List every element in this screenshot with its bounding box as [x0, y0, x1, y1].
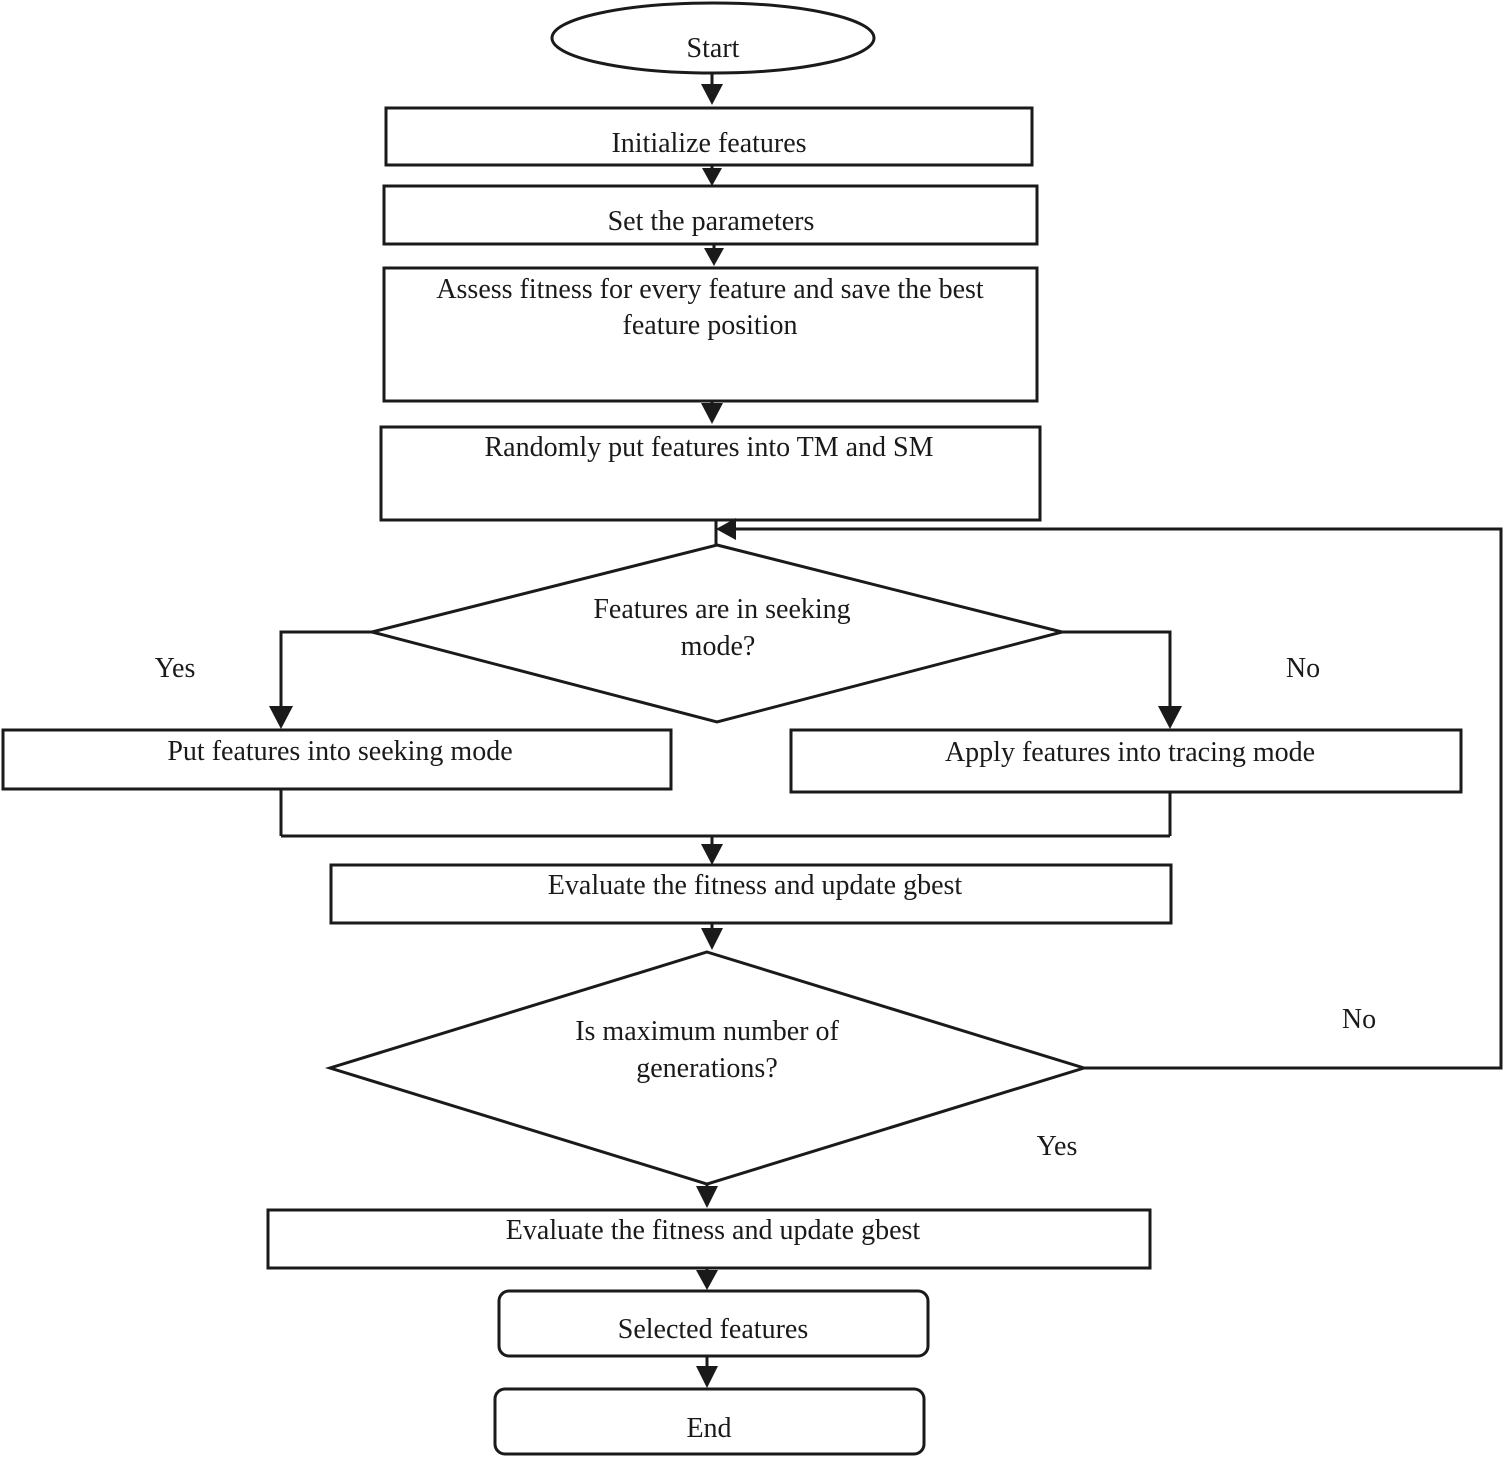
connector-no-branch — [1062, 630, 1172, 708]
connector-loop-back — [736, 527, 1503, 1070]
start-label: Start — [687, 33, 740, 64]
initialize-box — [384, 106, 1034, 167]
max-generations-line1: Is maximum number of — [575, 1016, 839, 1047]
assess-label-line1: Assess fitness for every feature and sav… — [436, 274, 984, 305]
selected-features-label: Selected features — [618, 1314, 808, 1345]
evaluate-box-1 — [329, 863, 1173, 925]
max-generations-line2: generations? — [636, 1053, 778, 1084]
arrowhead-loop-back — [716, 518, 736, 540]
arrowhead-decision-eval2 — [696, 1186, 718, 1208]
edge-label-seek-no: No — [1286, 653, 1320, 684]
seeking-mode-box — [1, 728, 673, 791]
edge-label-max-no: No — [1342, 1004, 1376, 1035]
randomly-box — [379, 425, 1042, 522]
evaluate-label-1: Evaluate the fitness and update gbest — [548, 870, 963, 901]
seeking-mode-label: Put features into seeking mode — [167, 736, 512, 767]
randomly-label: Randomly put features into TM and SM — [485, 432, 934, 463]
end-node — [493, 1387, 926, 1456]
tracing-mode-label: Apply features into tracing mode — [945, 737, 1315, 768]
arrowhead-yes-branch — [269, 706, 293, 729]
arrowhead-params-assess — [704, 248, 724, 266]
evaluate-label-2: Evaluate the fitness and update gbest — [506, 1215, 921, 1246]
initialize-label: Initialize features — [611, 128, 806, 159]
assess-box — [382, 266, 1039, 403]
arrowhead-init-params — [702, 168, 722, 186]
arrowhead-eval-decision — [701, 928, 723, 950]
connector-yes-branch — [279, 630, 372, 708]
parameters-box — [382, 184, 1039, 246]
arrowhead-start-init — [701, 84, 723, 105]
selected-features-box — [497, 1289, 930, 1358]
tracing-mode-box — [789, 728, 1463, 794]
arrowhead-selected-end — [696, 1366, 718, 1388]
end-label: End — [686, 1413, 731, 1444]
parameters-label: Set the parameters — [608, 206, 815, 237]
edge-label-seek-yes: Yes — [155, 653, 196, 684]
evaluate-box-2 — [266, 1208, 1152, 1270]
arrowhead-merge-eval — [701, 844, 723, 865]
arrowhead-no-branch — [1158, 706, 1182, 729]
seeking-decision-line2: mode? — [681, 631, 756, 662]
arrowhead-eval2-selected — [696, 1270, 718, 1290]
seeking-decision — [371, 543, 1063, 724]
assess-label-line2: feature position — [623, 310, 798, 341]
seeking-decision-line1: Features are in seeking — [593, 594, 850, 625]
arrowhead-assess-random — [701, 403, 723, 424]
edge-label-max-yes: Yes — [1037, 1131, 1078, 1162]
